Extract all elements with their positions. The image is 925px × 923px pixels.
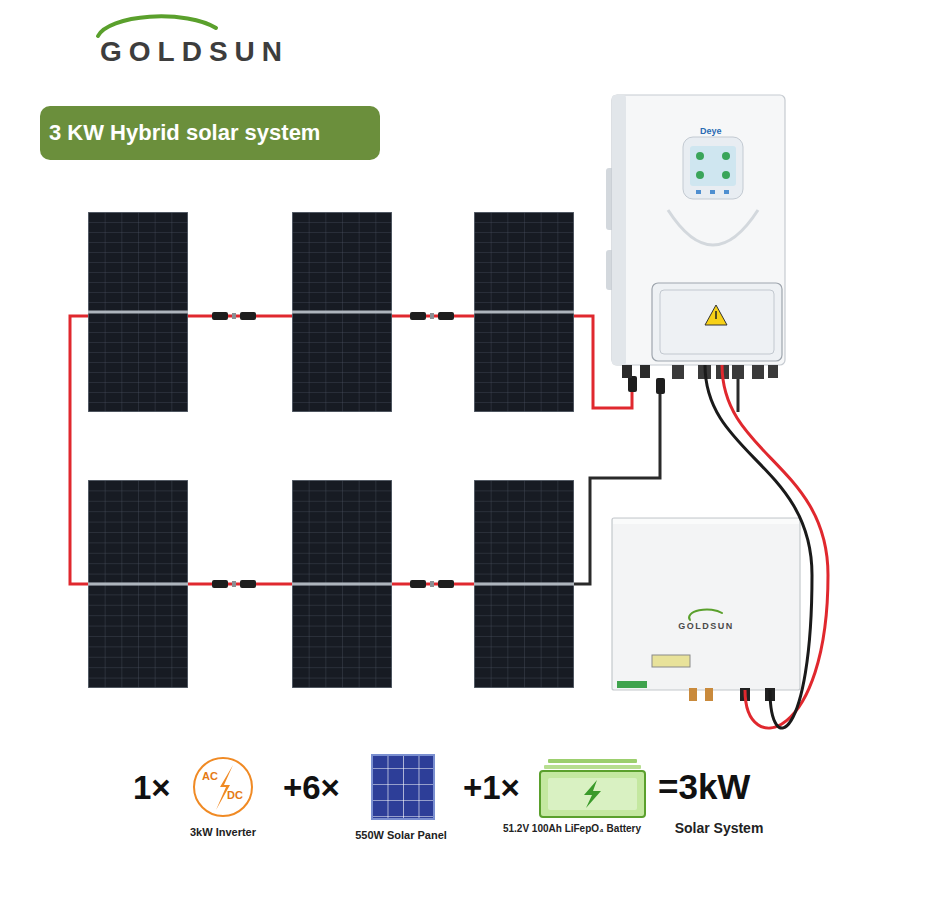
total: =3kW — [658, 769, 750, 804]
solar-panels — [88, 212, 574, 688]
brand-text: GOLDSUN — [678, 622, 734, 631]
mc4-connectors — [212, 312, 665, 588]
title-text: 3 KW Hybrid solar system — [49, 122, 320, 144]
solar-panel-icon — [372, 755, 434, 819]
title-banner: 3 KW Hybrid solar system — [40, 106, 380, 160]
dc-cable-negative — [705, 365, 812, 728]
quantity: +1× — [463, 771, 520, 804]
circle-outline — [192, 756, 254, 818]
battery-icon — [540, 759, 645, 817]
hybrid-inverter — [606, 95, 785, 412]
item-caption: Solar System — [675, 821, 764, 835]
inverter-unit: Deye — [612, 95, 785, 365]
battery-unit: GOLDSUN — [612, 518, 800, 690]
brand-text: Deye — [700, 127, 722, 136]
inverter-icon: AC DC — [192, 756, 254, 818]
string-wiring — [70, 316, 660, 584]
lifepo4-battery — [612, 518, 800, 701]
item-caption: 550W Solar Panel — [355, 830, 447, 841]
dc-symbol: DC — [227, 790, 243, 801]
dc-cable-positive — [722, 365, 828, 728]
item-caption: 3kW Inverter — [190, 827, 256, 838]
brand-logo: GOLDSUN — [100, 38, 289, 66]
logo-swoosh — [98, 16, 216, 36]
item-caption: 51.2V 100Ah LiFepO₄ Battery — [503, 824, 641, 834]
ac-symbol: AC — [202, 771, 218, 782]
quantity: +6× — [283, 771, 340, 804]
quantity: 1× — [133, 771, 171, 804]
